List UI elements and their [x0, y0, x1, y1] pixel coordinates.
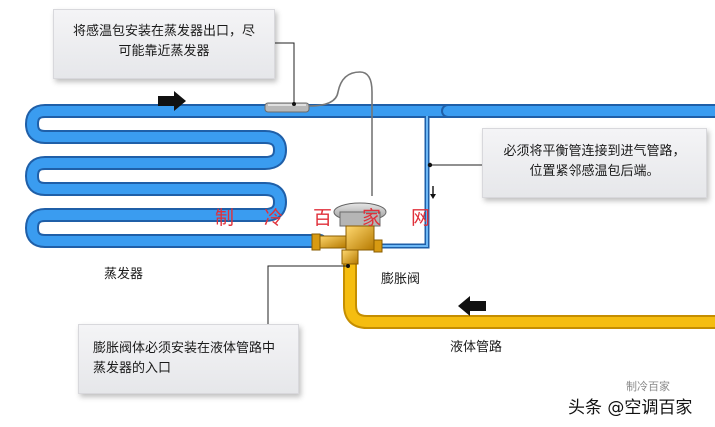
leader-dots [292, 102, 433, 268]
evaporator-label: 蒸发器 [104, 267, 144, 282]
callout-line: 将感温包安装在蒸发器出口，尽 [72, 24, 255, 39]
callout-line: 必须将平衡管连接到进气管路， [503, 144, 686, 159]
liquid-line-label: 液体管路 [450, 340, 503, 355]
arrow-down-icon [430, 186, 436, 199]
callout-line: 位置紧邻感温包后端。 [529, 164, 660, 179]
arrow-left-icon [458, 296, 486, 316]
leader-lines [267, 42, 482, 342]
callout-line: 膨胀阀体必须安装在液体管路中 [93, 341, 276, 356]
callout-line: 可能靠近蒸发器 [118, 44, 210, 59]
capillary-tube [308, 71, 373, 196]
sensor-bulb [264, 102, 310, 113]
callout-valve-body: 膨胀阀体必须安装在液体管路中 蒸发器的入口 [78, 324, 299, 394]
liquid-line [343, 255, 715, 329]
balance-pipe [378, 116, 430, 249]
expansion-valve [311, 202, 387, 265]
evaporator-coil [25, 104, 715, 248]
callout-line: 蒸发器的入口 [93, 361, 172, 376]
arrow-right-icon [158, 91, 186, 111]
expansion-valve-label: 膨胀阀 [381, 272, 421, 287]
brand-watermark: 头条 @空调百家 [568, 398, 693, 418]
callout-sensor-bulb: 将感温包安装在蒸发器出口，尽 可能靠近蒸发器 [53, 9, 275, 79]
callout-balance-pipe: 必须将平衡管连接到进气管路， 位置紧邻感温包后端。 [482, 128, 707, 198]
watermark-text: 制冷百家网 [215, 207, 461, 229]
brand-watermark-faint: 制冷百家 [626, 380, 670, 393]
